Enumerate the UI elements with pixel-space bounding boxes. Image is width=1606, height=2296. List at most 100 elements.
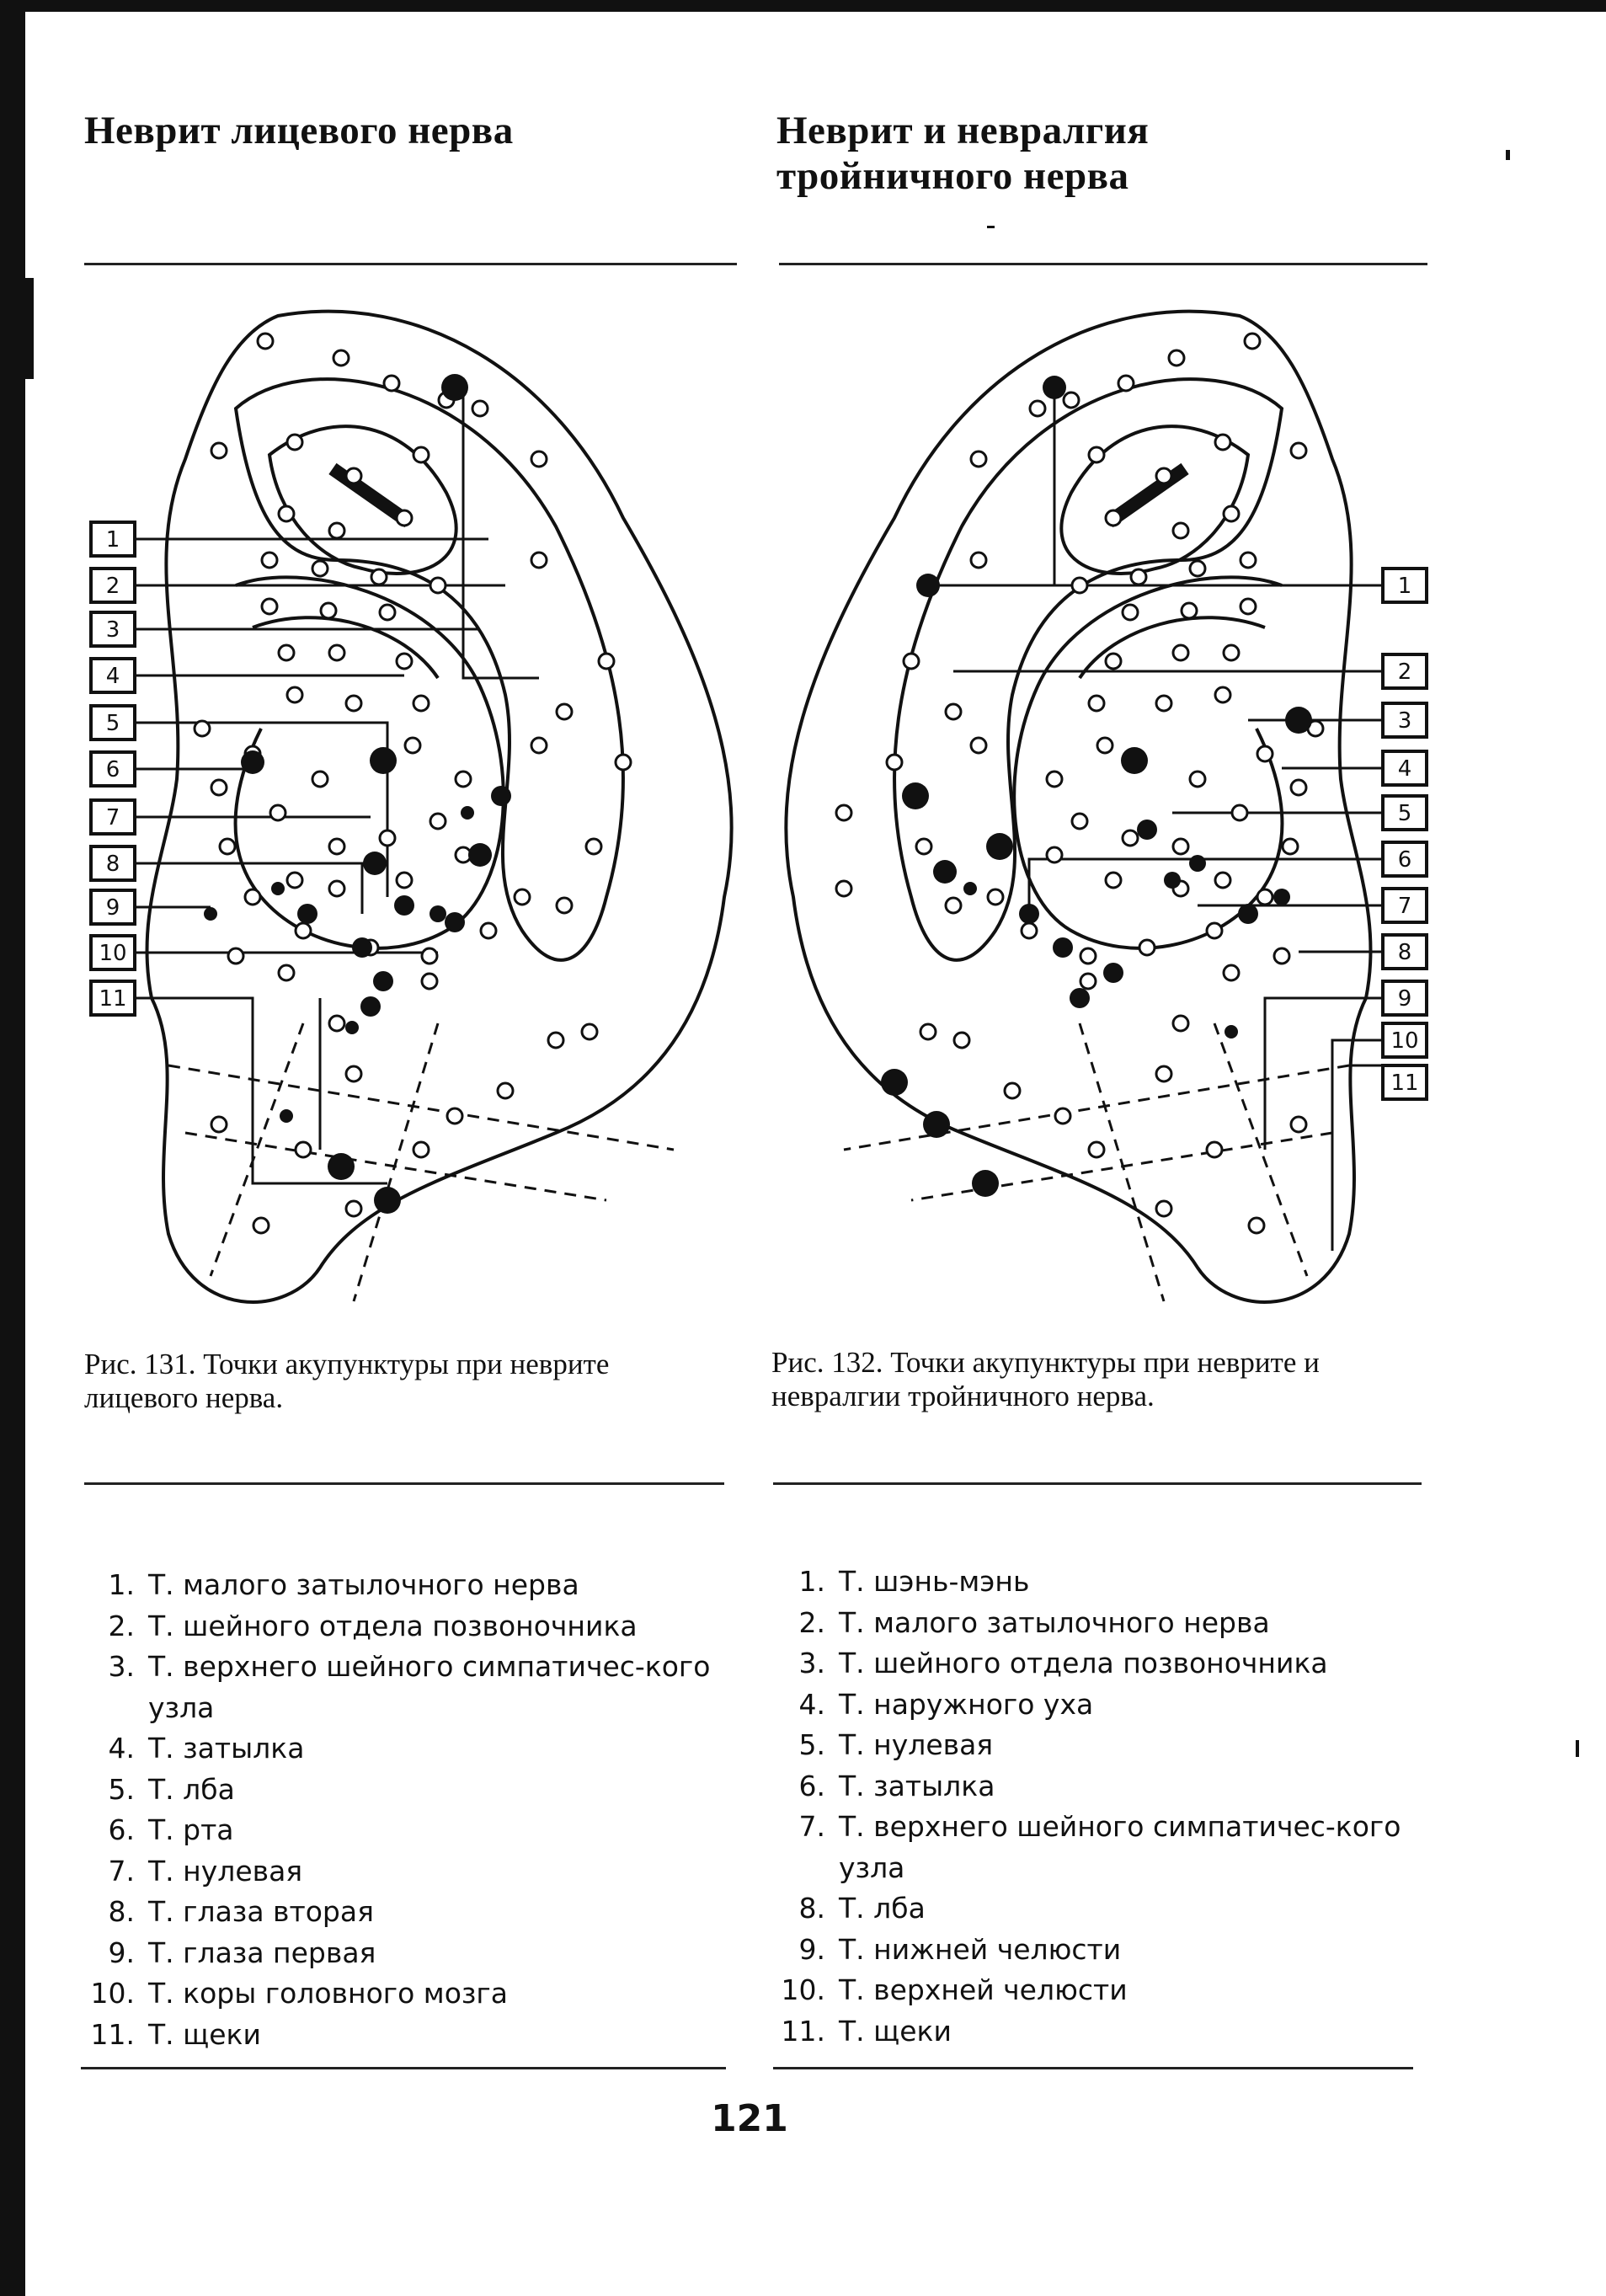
legend-item: 2. Т. шейного отдела позвоночника <box>84 1606 741 1647</box>
legend-item: 10.Т. коры головного мозга <box>84 1973 741 2015</box>
legend-item: 9. Т. глаза первая <box>84 1933 741 1974</box>
divider-line <box>779 263 1427 265</box>
figure-box-label: 11 <box>99 986 126 1012</box>
figure-box-label: 3 <box>106 617 120 643</box>
divider-line <box>84 1482 724 1485</box>
legend-item-number: 8. <box>798 1892 826 1925</box>
legend-item-text: Т. верхнего шейного симпатичес-кого узла <box>148 1650 711 1724</box>
legend-item-text: Т. наружного уха <box>839 1687 1094 1721</box>
scan-speck <box>987 226 995 228</box>
divider-line <box>84 263 737 265</box>
figure-box-label: 7 <box>1398 894 1412 919</box>
figure-box-label: 3 <box>1398 708 1412 734</box>
caption-text: Точки акупунктуры при неврите и невралги… <box>771 1346 1320 1412</box>
legend-item-number: 10. <box>781 1973 825 2006</box>
legend-item-text: Т. шэнь-мэнь <box>839 1565 1030 1598</box>
legend-item: 9. Т. нижней челюсти <box>775 1930 1449 1971</box>
legend-item-number: 1. <box>108 1568 136 1601</box>
legend-item-number: 3. <box>108 1650 136 1683</box>
legend-item: 11. Т. щеки <box>84 2015 741 2056</box>
legend-item-text: Т. малого затылочного нерва <box>148 1568 579 1601</box>
legend-item: 5.Т. нулевая <box>775 1725 1449 1766</box>
caption-label: Рис. 132. <box>771 1346 883 1379</box>
figure-box-label: 8 <box>106 852 120 877</box>
scan-edge-left <box>0 0 25 2296</box>
legend-item-number: 2. <box>798 1605 826 1639</box>
legend-item-text: Т. щеки <box>148 2017 261 2051</box>
legend-item: 1. Т. малого затылочного нерва <box>84 1565 741 1606</box>
legend-item-text: Т. затылка <box>839 1769 995 1802</box>
divider-line <box>773 1482 1422 1485</box>
ear-diagram-trigeminal: 1 2 3 4 5 6 7 8 9 10 11 <box>784 309 1428 1304</box>
legend-item: 11. Т. щеки <box>775 2011 1449 2053</box>
legend-item-text: Т. нижней челюсти <box>839 1932 1122 1966</box>
legend-list-left: 1. Т. малого затылочного нерва 2. Т. шейног… <box>84 1565 741 2055</box>
figure-box-label: 4 <box>106 664 120 689</box>
figure-box-label: 6 <box>1398 847 1412 873</box>
figure-box-label: 5 <box>1398 801 1412 826</box>
legend-item-number: 5. <box>108 1772 136 1806</box>
figure-box-label: 5 <box>106 711 120 736</box>
legend-item-text: Т. малого затылочного нерва <box>839 1605 1270 1639</box>
legend-item: 4. Т. наружного уха <box>775 1685 1449 1726</box>
legend-item-number: 5. <box>798 1728 826 1761</box>
legend-item: 4. Т. затылка <box>84 1728 741 1770</box>
ear-diagram-facial: 1 2 3 4 5 6 7 8 9 10 11 <box>89 309 734 1304</box>
legend-item-number: 8. <box>108 1895 136 1928</box>
figure-box-label: 4 <box>1398 756 1412 782</box>
heading-facial-neuritis: Неврит лицевого нерва <box>84 109 514 152</box>
legend-item-number: 4. <box>108 1732 136 1765</box>
legend-item-number: 11. <box>90 2017 135 2051</box>
legend-item: 8. Т. лба <box>775 1888 1449 1930</box>
legend-item-text: Т. затылка <box>148 1732 305 1765</box>
legend-item-number: 2. <box>108 1609 136 1642</box>
legend-item-number: 11. <box>781 2014 825 2048</box>
legend-item-text: Т. шейного отдела позвоночника <box>148 1609 638 1642</box>
figure-box-label: 8 <box>1398 940 1412 965</box>
figure-box-label: 6 <box>106 757 120 782</box>
legend-item: 3. Т. верхнего шейного симпатичес-кого уз… <box>84 1647 741 1728</box>
legend-item: 8.Т. глаза вторая <box>84 1892 741 1933</box>
legend-item-number: 6. <box>108 1813 136 1846</box>
scan-edge-top <box>0 0 1606 12</box>
figure-box-label: 2 <box>1398 659 1412 685</box>
legend-item: 3. Т. шейного отдела позвоночника <box>775 1643 1449 1685</box>
legend-item-text: Т. рта <box>148 1813 234 1846</box>
legend-item: 6. Т. рта <box>84 1810 741 1851</box>
figure-box-label: 10 <box>99 941 126 966</box>
legend-item-text: Т. верхнего шейного симпатичес-кого узла <box>839 1810 1401 1884</box>
legend-item-number: 1. <box>798 1565 826 1598</box>
legend-item-text: Т. щеки <box>839 2014 952 2048</box>
legend-item-text: Т. нулевая <box>148 1854 303 1888</box>
divider-line <box>773 2067 1413 2069</box>
legend-item-number: 4. <box>798 1687 826 1721</box>
scan-edge-mark <box>25 278 34 379</box>
caption-label: Рис. 131. <box>84 1348 196 1380</box>
figure-caption-132: Рис. 132. Точки акупунктуры при неврите … <box>771 1346 1428 1413</box>
legend-item: 7. Т. нулевая <box>84 1851 741 1893</box>
legend-item-number: 7. <box>108 1854 136 1888</box>
legend-item-text: Т. глаза первая <box>148 1936 376 1969</box>
legend-item-text: Т. коры головного мозга <box>148 1977 508 2010</box>
legend-item: 5. Т. лба <box>84 1770 741 1811</box>
legend-item-number: 7. <box>798 1810 826 1843</box>
scan-speck <box>1576 1740 1579 1757</box>
legend-item-text: Т. лба <box>148 1772 235 1806</box>
legend-item-number: 9. <box>798 1932 826 1966</box>
legend-item-text: Т. шейного отдела позвоночника <box>839 1647 1328 1679</box>
legend-item: 2. Т. малого затылочного нерва <box>775 1603 1449 1644</box>
legend-item-number: 9. <box>108 1936 136 1969</box>
caption-text: Точки акупунктуры при неврите лицевого н… <box>84 1348 610 1414</box>
legend-item: 6.Т. затылка <box>775 1766 1449 1807</box>
figure-box-label: 1 <box>106 527 120 553</box>
figure-box-label: 1 <box>1398 574 1412 599</box>
scan-speck <box>1506 150 1510 160</box>
legend-item-text: Т. верхней челюсти <box>839 1973 1128 2006</box>
figure-box-label: 7 <box>106 805 120 830</box>
legend-item-text: Т. лба <box>839 1892 926 1925</box>
figure-box-label: 9 <box>1398 986 1412 1012</box>
legend-item: 7. Т. верхнего шейного симпатичес-кого уз… <box>775 1807 1449 1888</box>
legend-list-right: 1. Т. шэнь-мэнь 2. Т. малого затылочного не… <box>775 1562 1449 2052</box>
legend-item-number: 3. <box>798 1647 826 1679</box>
figure-box-label: 2 <box>106 574 120 599</box>
